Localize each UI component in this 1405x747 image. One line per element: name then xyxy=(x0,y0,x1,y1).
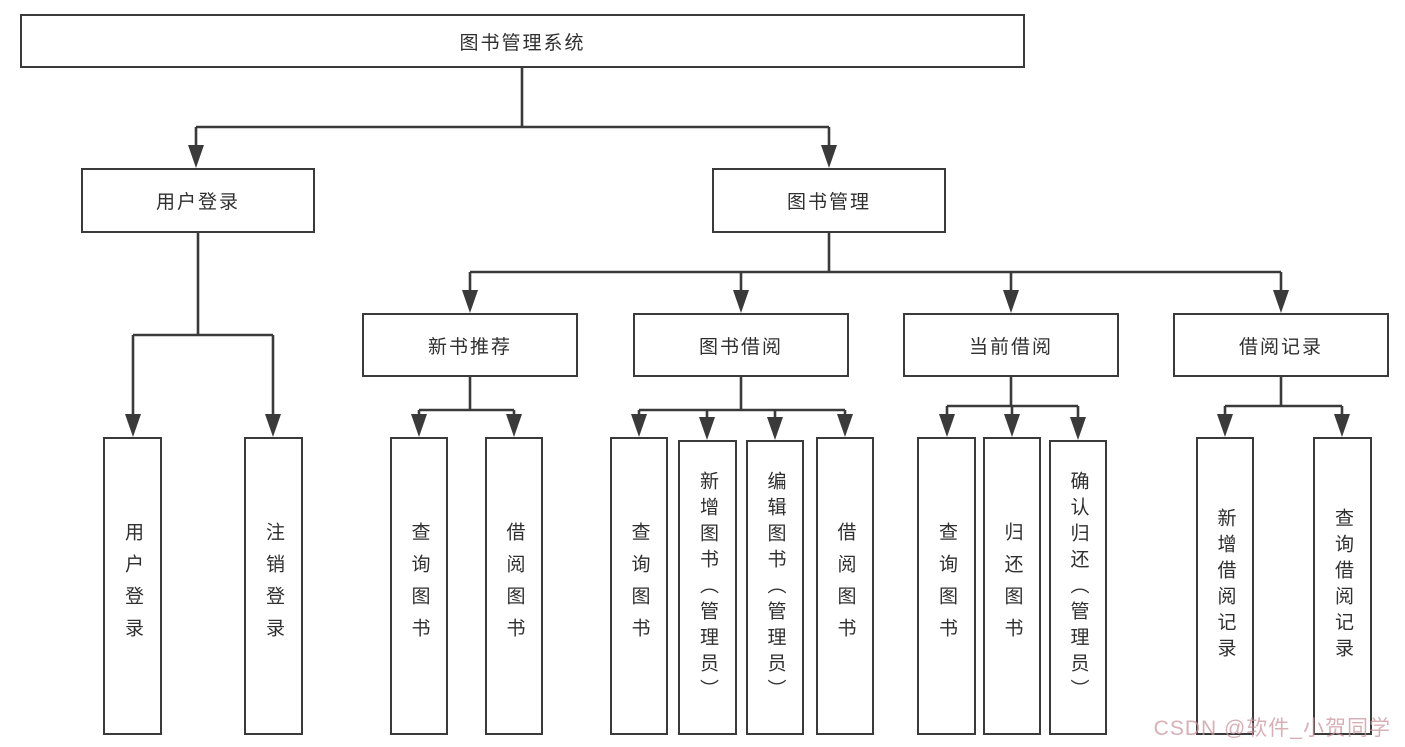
node-label: 新增借阅记录 xyxy=(1214,508,1236,664)
node-label: 编辑图书（管理员） xyxy=(764,470,786,705)
node-leaf-add-borrow-record: 新增借阅记录 xyxy=(1196,437,1254,735)
arrow-down-icon xyxy=(631,414,647,437)
node-leaf-user-login: 用户登录 xyxy=(103,437,162,735)
node-leaf-query-borrow-record: 查询借阅记录 xyxy=(1313,437,1372,735)
node-label: 用户登录 xyxy=(155,192,240,213)
node-leaf-query-books-2: 查询图书 xyxy=(610,437,668,735)
node-label: 查询图书 xyxy=(628,522,650,650)
node-leaf-logout: 注销登录 xyxy=(244,437,303,735)
node-leaf-query-books-3: 查询图书 xyxy=(917,437,976,735)
arrow-down-icon xyxy=(462,290,478,313)
node-current-borrow: 当前借阅 xyxy=(903,313,1119,377)
arrow-down-icon xyxy=(411,414,427,437)
arrow-down-icon xyxy=(506,414,522,437)
arrow-down-icon xyxy=(939,414,955,437)
node-label: 图书借阅 xyxy=(698,336,783,358)
connector-current-borrow xyxy=(945,377,1080,421)
node-user-login-branch: 用户登录 xyxy=(81,168,315,233)
arrow-down-icon xyxy=(188,145,204,168)
arrow-down-icon xyxy=(125,414,141,437)
arrow-down-icon xyxy=(699,417,715,440)
node-borrow-records: 借阅记录 xyxy=(1173,313,1389,377)
connector-book-borrow xyxy=(637,377,847,421)
node-label: 图书管理 xyxy=(786,192,871,213)
node-library-management-system: 图书管理系统 xyxy=(20,14,1025,68)
node-new-book-recommend: 新书推荐 xyxy=(362,313,578,377)
node-book-borrow: 图书借阅 xyxy=(633,313,849,377)
arrowheads xyxy=(125,145,1350,440)
connector-user-login-branch xyxy=(131,233,275,418)
node-leaf-edit-books-admin: 编辑图书（管理员） xyxy=(746,440,804,735)
node-leaf-add-books-admin: 新增图书（管理员） xyxy=(678,440,737,735)
node-label: 新书推荐 xyxy=(427,336,512,358)
node-label: 用户登录 xyxy=(122,522,143,650)
node-leaf-borrow-books-2: 借阅图书 xyxy=(816,437,874,735)
connector-root-to-level2 xyxy=(194,68,831,148)
arrow-down-icon xyxy=(1334,414,1350,437)
node-label: 确认归还（管理员） xyxy=(1067,470,1089,705)
node-label: 查询图书 xyxy=(936,522,957,650)
connector-new-book-recommend xyxy=(417,377,516,418)
node-label: 新增图书（管理员） xyxy=(697,470,718,705)
node-label: 借阅图书 xyxy=(503,522,525,650)
node-leaf-query-books-1: 查询图书 xyxy=(390,437,448,735)
arrow-down-icon xyxy=(1070,417,1086,440)
node-label: 图书管理系统 xyxy=(459,32,586,54)
node-leaf-return-books: 归还图书 xyxy=(983,437,1041,735)
arrow-down-icon xyxy=(1003,290,1019,313)
arrow-down-icon xyxy=(767,417,783,440)
node-label: 归还图书 xyxy=(1001,522,1023,650)
node-label: 注销登录 xyxy=(263,522,284,650)
node-label: 借阅记录 xyxy=(1238,336,1323,358)
arrow-down-icon xyxy=(1217,414,1233,437)
node-label: 查询图书 xyxy=(408,522,430,650)
arrow-down-icon xyxy=(821,145,837,168)
arrow-down-icon xyxy=(1004,414,1020,437)
connector-borrow-records xyxy=(1223,377,1344,418)
node-label: 查询借阅记录 xyxy=(1332,508,1353,664)
connector-book-management-branch xyxy=(468,233,1283,294)
arrow-down-icon xyxy=(1273,290,1289,313)
node-leaf-borrow-books-1: 借阅图书 xyxy=(485,437,543,735)
node-label: 当前借阅 xyxy=(968,336,1053,358)
node-label: 借阅图书 xyxy=(834,522,856,650)
node-leaf-confirm-return-admin: 确认归还（管理员） xyxy=(1049,440,1107,735)
arrow-down-icon xyxy=(733,290,749,313)
arrow-down-icon xyxy=(837,414,853,437)
node-book-management-branch: 图书管理 xyxy=(712,168,946,233)
arrow-down-icon xyxy=(265,414,281,437)
